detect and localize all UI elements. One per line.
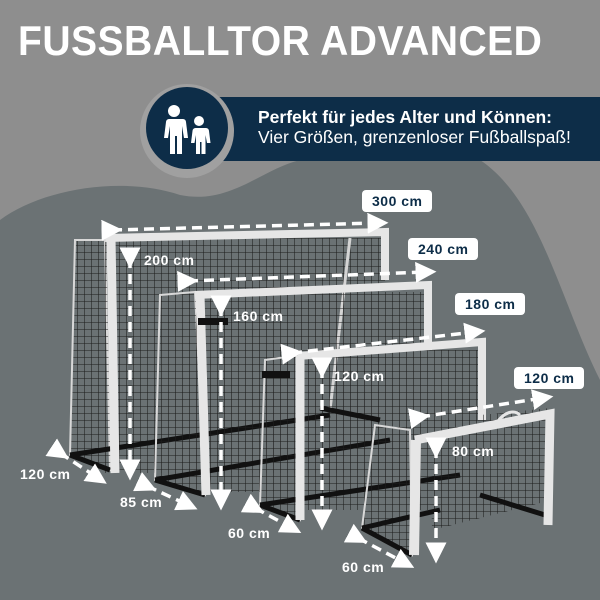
info-banner: Perfekt für jedes Alter und Können: Vier… — [200, 97, 600, 161]
goal-3-depth-label: 60 cm — [228, 525, 271, 541]
goal-1-width-label: 300 cm — [362, 190, 433, 212]
banner-headline: Perfekt für jedes Alter und Können: — [258, 107, 552, 127]
banner-subline: Vier Größen, grenzenloser Fußballspaß! — [258, 127, 571, 148]
goal-120 — [360, 408, 555, 558]
adult-and-child-icon — [146, 87, 228, 169]
goal-3-height-label: 120 cm — [334, 368, 385, 384]
goal-4-depth-label: 60 cm — [342, 559, 385, 575]
goal-3-width-label: 180 cm — [455, 293, 526, 315]
page-title: FUSSBALLTOR ADVANCED — [18, 17, 543, 64]
goal-2-depth-label: 85 cm — [120, 494, 163, 510]
dimension-arrows — [45, 212, 554, 568]
goal-4-height-label: 80 cm — [452, 443, 495, 459]
goal-1-depth-label: 120 cm — [20, 466, 71, 482]
goal-4-width-label: 120 cm — [514, 367, 585, 389]
goal-2-height-label: 160 cm — [233, 308, 284, 324]
goal-1-height-label: 200 cm — [144, 252, 195, 268]
goal-2-width-label: 240 cm — [408, 238, 479, 260]
